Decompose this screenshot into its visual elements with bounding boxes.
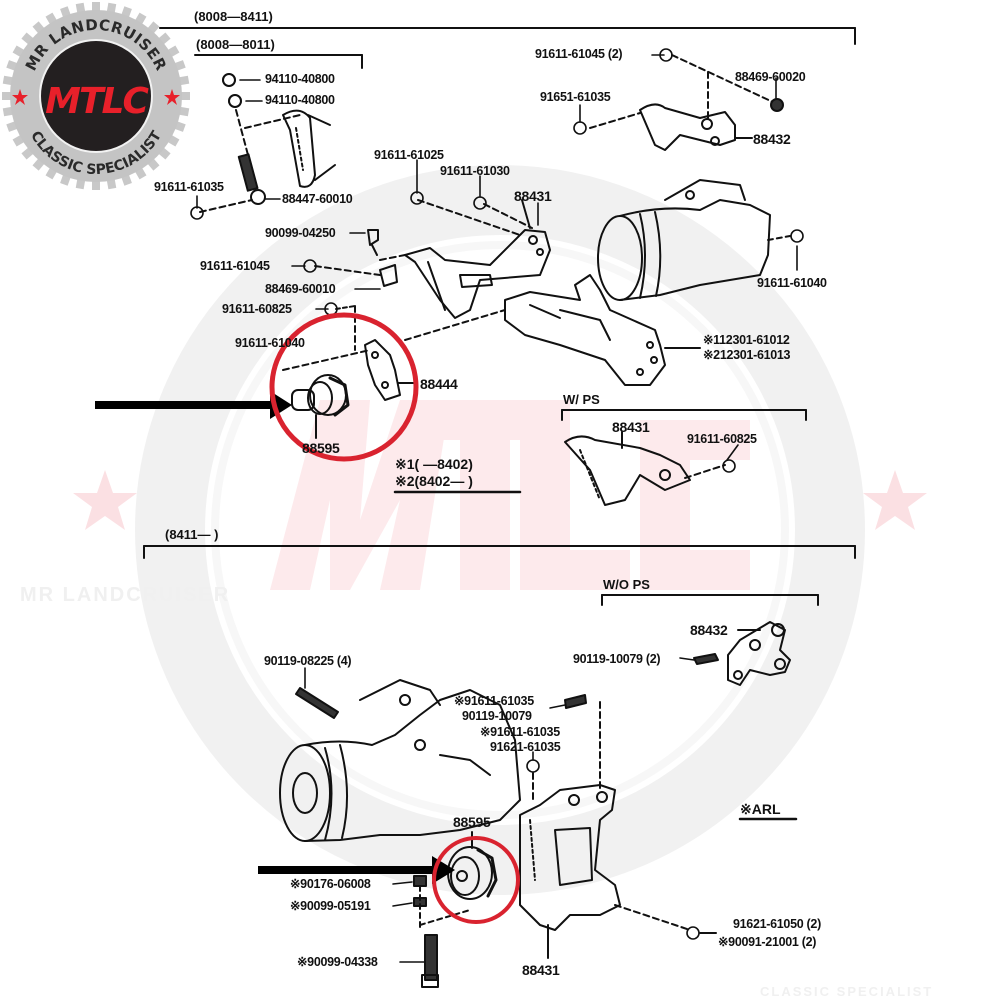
part-label[interactable]: 91611-61030 — [440, 164, 510, 178]
watermark-ring — [135, 165, 865, 895]
highlight-circle-lower — [432, 836, 520, 924]
part-label[interactable]: 91611-61040 — [235, 336, 305, 350]
upper-small-parts — [314, 229, 406, 351]
idler-pulley-upper — [291, 374, 350, 439]
part-label[interactable]: 88444 — [420, 376, 458, 392]
lower-range-bracket — [143, 545, 856, 559]
part-label[interactable]: 91621-61050 (2) — [733, 917, 821, 931]
bracket-88431-upper — [404, 199, 551, 319]
part-label[interactable]: 88595 — [453, 814, 491, 830]
gear-tooth — [92, 2, 100, 16]
watermark-inner-ring — [211, 241, 789, 819]
watermark-top-text: MR LANDCRUISER — [20, 584, 231, 606]
leader-lines — [196, 54, 798, 963]
idler-arm — [282, 109, 336, 188]
bracket-88444 — [282, 339, 416, 401]
part-label[interactable]: 88431 — [522, 962, 560, 978]
badge-star-left-icon — [12, 89, 28, 105]
part-label[interactable]: 91611-61045 — [200, 259, 270, 273]
mounting-bracket-12301 — [404, 274, 701, 386]
watermark-monogram — [270, 400, 750, 590]
part-label[interactable]: ※212301-61013 — [703, 348, 791, 362]
range-label-8008-8411: (8008—8411) — [194, 9, 273, 24]
part-label[interactable]: 88431 — [612, 419, 650, 435]
part-label[interactable]: ※91611-61035 — [480, 725, 560, 739]
bracket-88431-lower — [519, 784, 717, 959]
range-label-8008-8011: (8008—8011) — [196, 37, 275, 52]
part-label[interactable]: 91621-61035 — [490, 740, 561, 754]
badge-star-right-icon — [164, 89, 180, 105]
part-label[interactable]: ※91611-61035 — [454, 694, 534, 708]
part-label[interactable]: 90119-10079 (2) — [573, 652, 661, 666]
highlight-circle-upper — [269, 312, 419, 462]
badge-disc — [39, 39, 153, 153]
part-label[interactable]: 94110-40800 — [265, 72, 335, 86]
part-label[interactable]: 88469-60020 — [735, 70, 806, 84]
part-label[interactable]: ※90099-05191 — [290, 899, 371, 913]
part-label[interactable]: 91611-60825 — [222, 302, 292, 316]
part-label[interactable]: 88432 — [753, 131, 791, 147]
part-label[interactable]: ※112301-61012 — [703, 333, 790, 347]
mrlandcruiser-badge: MR LANDCRUISER CLASSIC SPECIALIST MTLC — [2, 2, 190, 190]
part-label[interactable]: 88447-60010 — [282, 192, 353, 206]
part-label[interactable]: 88431 — [514, 188, 552, 204]
watermark-bottom-text: CLASSIC SPECIALIST — [760, 984, 934, 999]
badge-monogram: MTLC — [45, 81, 149, 122]
part-label[interactable]: 91611-61040 — [757, 276, 827, 290]
part-label[interactable]: 91611-61025 — [374, 148, 444, 162]
gear-tooth — [92, 176, 100, 190]
part-label[interactable]: 91611-61035 — [154, 180, 224, 194]
fastener-markers — [190, 48, 804, 940]
part-label[interactable]: 88595 — [302, 440, 340, 456]
wps-title: W/ PS — [563, 392, 600, 407]
compressor-upper — [597, 179, 791, 301]
range-label-8411: (8411— ) — [165, 527, 219, 542]
wps-bracket — [561, 409, 807, 421]
part-label[interactable]: 91611-60825 — [687, 432, 757, 446]
part-label[interactable]: 90099-04250 — [265, 226, 336, 240]
part-label[interactable]: 91651-61035 — [540, 90, 611, 104]
compressor-lower — [279, 679, 521, 842]
wops-title: W/O PS — [603, 577, 650, 592]
part-label[interactable]: 88469-60010 — [265, 282, 336, 296]
upper-range-bracket — [159, 27, 856, 69]
bracket-88432-wops — [693, 621, 791, 686]
bracket-88431-wps — [564, 431, 726, 506]
lower-bolts — [295, 687, 601, 988]
part-label[interactable]: 90119-08225 (4) — [264, 654, 352, 668]
watermark-star-right — [863, 470, 927, 530]
part-label[interactable]: 94110-40800 — [265, 93, 335, 107]
note-line-1: ※1( —8402) — [395, 456, 473, 472]
wops-bracket — [601, 594, 819, 606]
part-label[interactable]: ※90176-06008 — [290, 877, 371, 891]
part-label[interactable]: 91611-61045 (2) — [535, 47, 623, 61]
bracket-88432-upper — [589, 54, 784, 151]
part-label[interactable]: 90119-10079 — [462, 709, 532, 723]
arl-note: ※ARL — [740, 801, 781, 817]
pointer-arrow-upper — [95, 391, 292, 419]
part-label[interactable]: ※90091-21001 (2) — [718, 935, 817, 949]
watermark-star-left — [73, 470, 137, 530]
part-label[interactable]: ※90099-04338 — [297, 955, 378, 969]
part-label[interactable]: 88432 — [690, 622, 728, 638]
note-line-2: ※2(8402— ) — [395, 473, 473, 489]
